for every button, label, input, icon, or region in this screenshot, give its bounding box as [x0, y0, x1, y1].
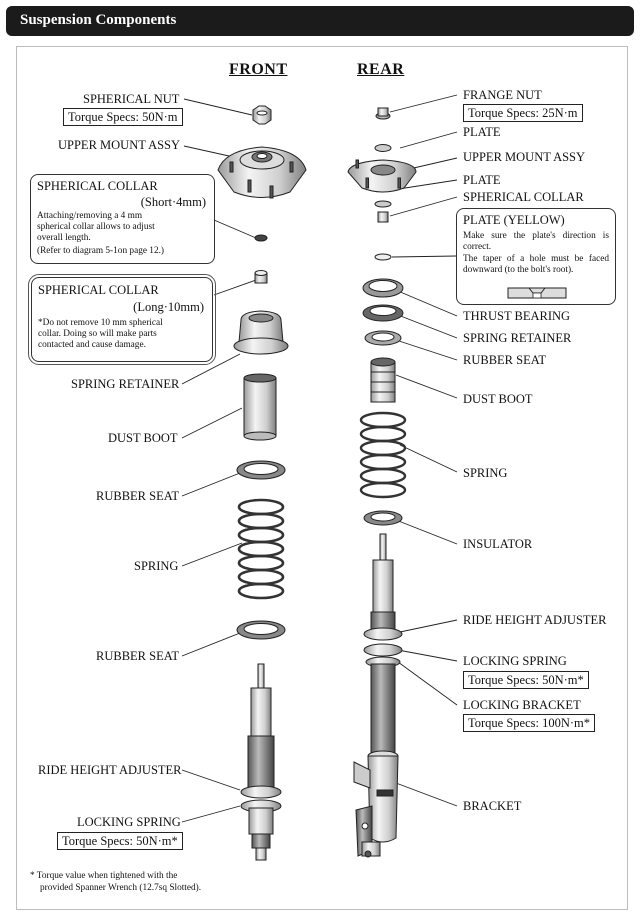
rear-plate-yellow-title: PLATE (YELLOW)	[463, 213, 565, 227]
front-dust-boot	[243, 373, 277, 441]
rear-locking-spring-torque: Torque Specs: 50N·m*	[463, 671, 589, 689]
rear-spring-label: SPRING	[463, 466, 508, 480]
rear-flange-nut	[375, 107, 391, 120]
front-rubber-seat-lower-label: RUBBER SEAT	[96, 649, 180, 663]
front-locking-spring-torque: Torque Specs: 50N·m*	[57, 832, 183, 850]
front-short-collar-body: Attaching/removing a 4 mm spherical coll…	[37, 211, 155, 243]
front-ride-height-adjuster-label: RIDE HEIGHT ADJUSTER	[38, 763, 182, 777]
rear-damper	[363, 533, 403, 757]
front-short-collar-size: (Short·4mm)	[140, 195, 206, 209]
rear-plate-yellow-body2: The taper of a hole must be faced downwa…	[463, 254, 609, 275]
rear-frange-nut-torque: Torque Specs: 25N·m	[463, 104, 583, 122]
front-long-collar-note: SPHERICAL COLLAR (Long·10mm) *Do not rem…	[28, 274, 216, 365]
rear-dust-boot	[370, 357, 396, 403]
front-heading: FRONT	[229, 61, 288, 78]
rear-spring-retainer-label: SPRING RETAINER	[463, 331, 572, 345]
rear-spring-retainer	[362, 304, 404, 322]
rear-heading: REAR	[357, 61, 405, 78]
footnote-line-1: * Torque value when tightened with the	[30, 871, 178, 881]
rear-locking-bracket-torque: Torque Specs: 100N·m*	[463, 714, 596, 732]
section-header: Suspension Components	[6, 6, 634, 36]
front-spring-retainer-label: SPRING RETAINER	[71, 377, 180, 391]
diagram-frame	[16, 46, 628, 910]
rear-rubber-seat-label: RUBBER SEAT	[463, 353, 547, 367]
leader-lines	[181, 94, 458, 823]
rear-thrust-bearing-label: THRUST BEARING	[463, 309, 571, 323]
front-spring-label: SPRING	[134, 559, 179, 573]
rear-upper-mount	[347, 159, 417, 193]
front-spherical-nut-torque: Torque Specs: 50N·m	[63, 108, 183, 126]
front-short-collar	[254, 234, 268, 242]
front-rubber-seat-lower	[236, 620, 286, 640]
rear-dust-boot-label: DUST BOOT	[463, 392, 533, 406]
front-spherical-nut-label: SPHERICAL NUT	[83, 92, 180, 106]
front-long-collar-body: *Do not remove 10 mm spherical collar. D…	[38, 318, 163, 350]
rear-ride-height-adjuster-label: RIDE HEIGHT ADJUSTER	[463, 613, 607, 627]
front-rubber-seat-upper-label: RUBBER SEAT	[96, 489, 180, 503]
front-spring-retainer	[233, 310, 289, 355]
rear-locking-spring-label: LOCKING SPRING	[463, 654, 567, 668]
rear-rubber-seat	[364, 330, 402, 346]
front-dust-boot-label: DUST BOOT	[108, 431, 178, 445]
front-short-collar-note: SPHERICAL COLLAR (Short·4mm) Attaching/r…	[30, 174, 215, 264]
rear-upper-mount-label: UPPER MOUNT ASSY	[463, 150, 586, 164]
rear-frange-nut-label: FRANGE NUT	[463, 88, 542, 102]
plate-orientation-icon	[507, 287, 567, 299]
rear-thrust-bearing	[362, 278, 404, 298]
rear-insulator-label: INSULATOR	[463, 537, 533, 551]
front-upper-mount	[217, 146, 307, 199]
rear-spherical-collar	[377, 211, 389, 223]
front-locking-spring-label: LOCKING SPRING	[77, 815, 181, 829]
front-spherical-nut	[252, 105, 272, 125]
front-long-collar-title: SPHERICAL COLLAR	[38, 283, 159, 297]
front-assembly	[217, 105, 307, 861]
rear-insulator	[363, 510, 403, 526]
front-upper-mount-label: UPPER MOUNT ASSY	[58, 138, 181, 152]
rear-plate-yellow-note: PLATE (YELLOW) Make sure the plate's dir…	[456, 208, 616, 305]
section-title: Suspension Components	[20, 12, 177, 28]
rear-plate-1-label: PLATE	[463, 125, 501, 139]
rear-plate-1	[374, 144, 392, 152]
rear-locking-bracket-label: LOCKING BRACKET	[463, 698, 581, 712]
rear-plate-2-label: PLATE	[463, 173, 501, 187]
rear-bracket	[353, 750, 399, 858]
rear-plate-yellow-body1: Make sure the plate's direction is corre…	[463, 231, 609, 252]
rear-plate-yellow	[374, 253, 392, 261]
front-short-collar-ref: (Refer to diagram 5-1on page 12.)	[37, 246, 165, 256]
torque-footnote: * Torque value when tightened with the p…	[30, 870, 201, 894]
rear-spring	[359, 411, 407, 499]
rear-bracket-label: BRACKET	[463, 799, 522, 813]
rear-assembly	[347, 107, 417, 858]
front-spring	[237, 498, 285, 600]
front-long-collar-size: (Long·10mm)	[133, 300, 204, 314]
front-short-collar-title: SPHERICAL COLLAR	[37, 179, 158, 193]
rear-plate-2	[374, 200, 392, 208]
front-damper	[240, 663, 282, 861]
footnote-line-2: provided Spanner Wrench (12.7sq Slotted)…	[40, 883, 202, 893]
front-rubber-seat-upper	[236, 460, 286, 480]
front-long-collar	[254, 270, 268, 284]
rear-spherical-collar-label: SPHERICAL COLLAR	[463, 190, 584, 204]
